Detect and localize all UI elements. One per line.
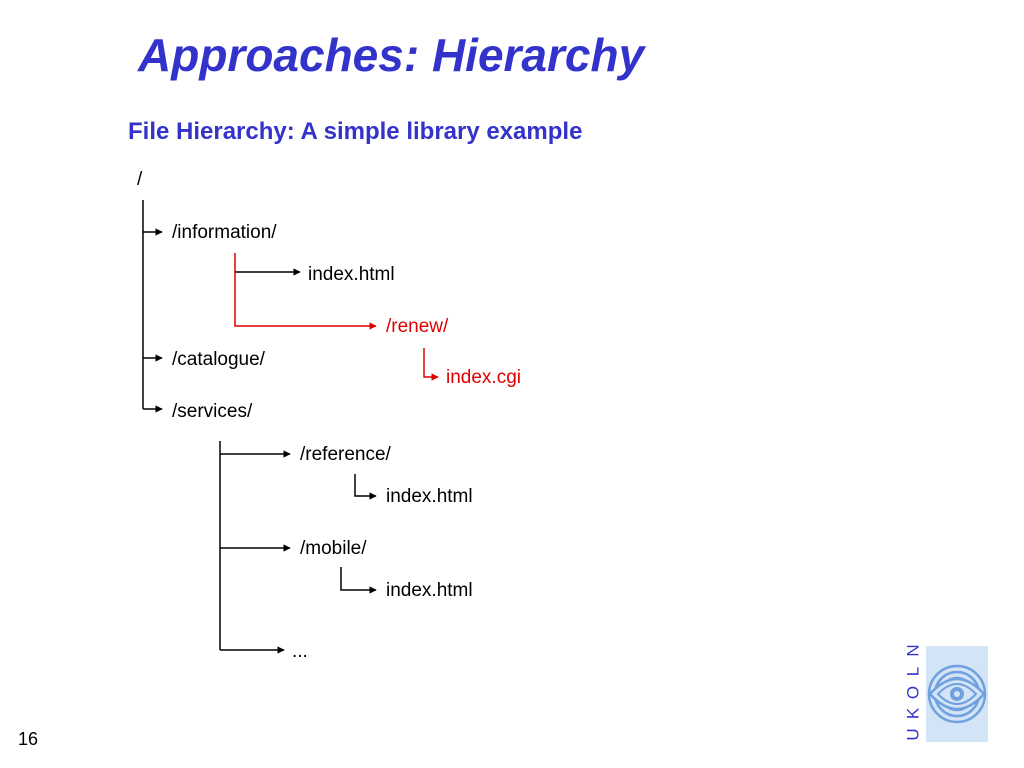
- node-renew: /renew/: [386, 316, 449, 337]
- node-reference-index: index.html: [386, 486, 473, 507]
- logo-letter-n: N: [903, 644, 923, 657]
- connector-mobile-index: [340, 567, 377, 594]
- node-services: /services/: [172, 401, 253, 422]
- page-number: 16: [18, 729, 39, 749]
- node-renew-index: index.cgi: [446, 367, 521, 388]
- node-root: /: [137, 169, 143, 190]
- node-more: ...: [292, 641, 308, 662]
- node-mobile: /mobile/: [300, 538, 367, 559]
- node-reference: /reference/: [300, 444, 391, 465]
- eye-logo-icon: [926, 646, 988, 742]
- connector-renew-index: [423, 348, 439, 381]
- slide-title: Approaches: Hierarchy: [138, 29, 645, 81]
- node-catalogue: /catalogue/: [172, 349, 265, 370]
- node-information: /information/: [172, 222, 277, 243]
- node-mobile-index: index.html: [386, 580, 473, 601]
- slide-subtitle: File Hierarchy: A simple library example: [128, 118, 583, 145]
- node-information-index: index.html: [308, 264, 395, 285]
- connector-reference-index: [354, 474, 377, 500]
- connector-renew: [234, 272, 377, 330]
- logo-wordmark: U K O L N: [900, 640, 926, 744]
